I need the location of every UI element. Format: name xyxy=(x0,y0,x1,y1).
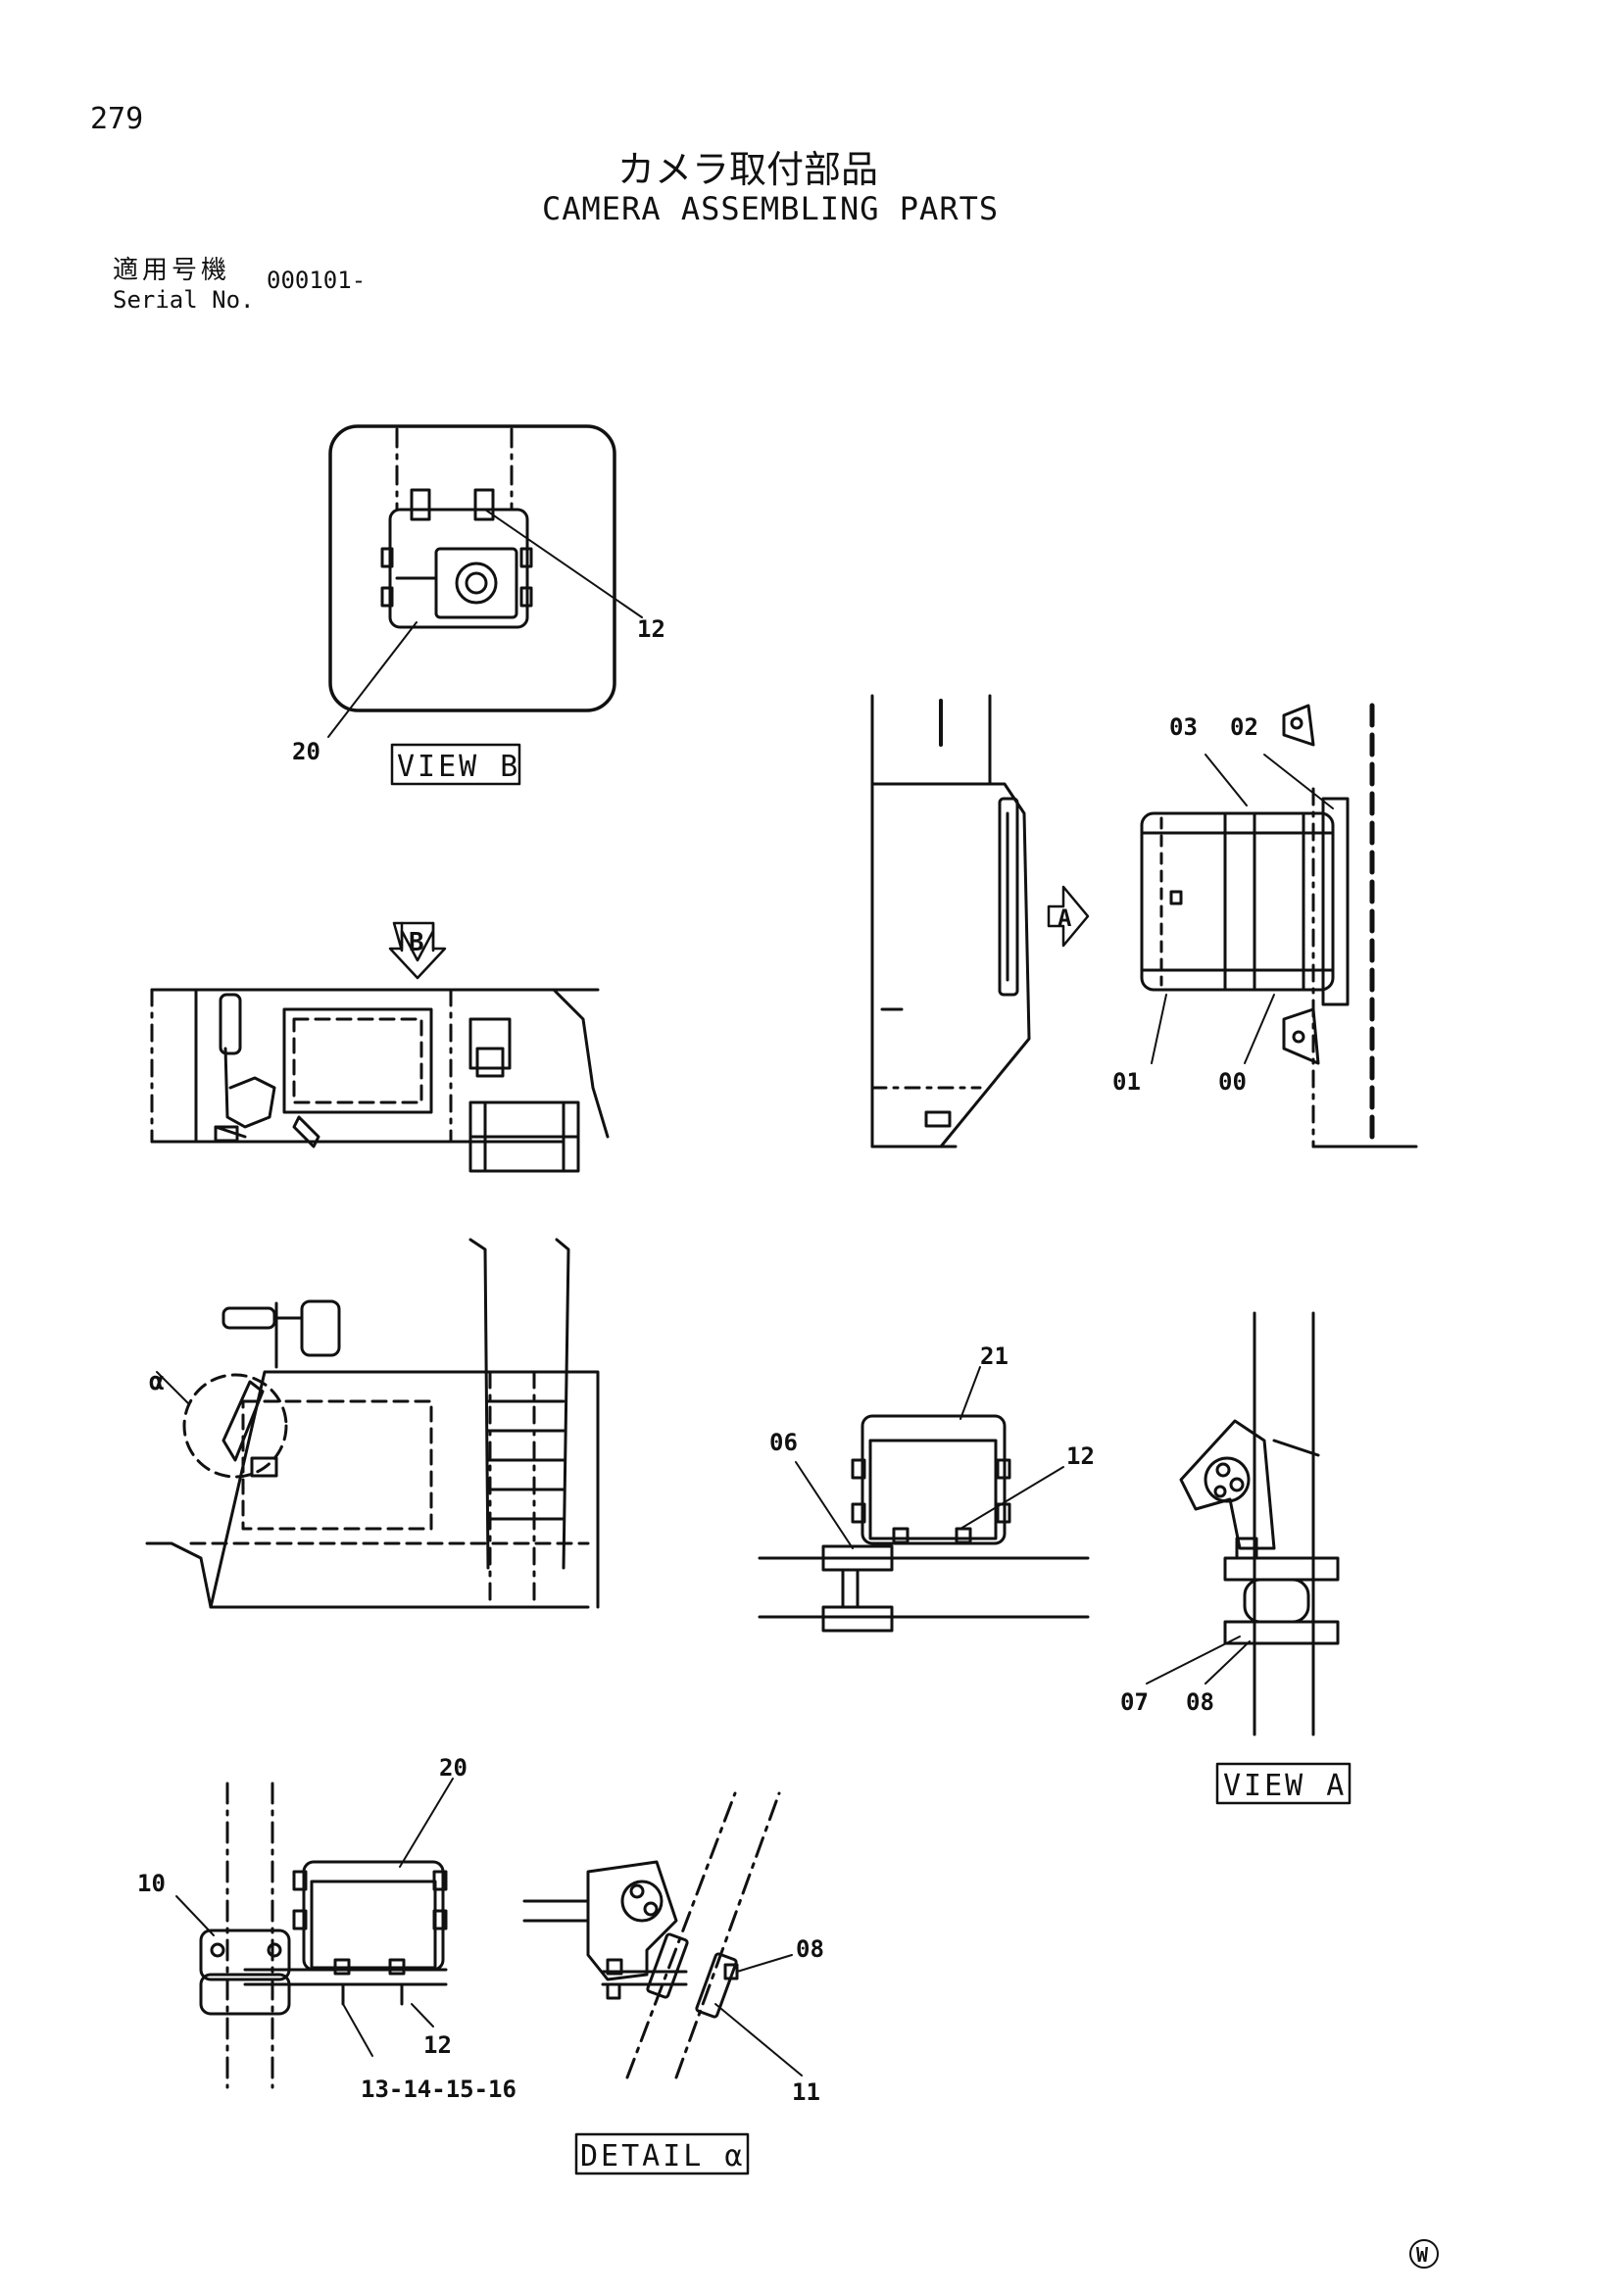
part-label-12-detail: 12 xyxy=(423,2031,452,2059)
detail-alpha-frame xyxy=(574,2132,750,2175)
corner-mark-circle xyxy=(1409,2239,1439,2269)
view-a-drawing xyxy=(1146,1311,1352,1805)
part-label-00: 00 xyxy=(1218,1068,1247,1096)
part-label-10: 10 xyxy=(137,1870,166,1897)
camera-mount-drawing xyxy=(758,1366,1090,1633)
corner-mark-letter: W xyxy=(1416,2243,1429,2267)
side-panel-drawing xyxy=(870,694,1418,1149)
part-label-20-detail: 20 xyxy=(439,1754,467,1782)
part-label-12-mount: 12 xyxy=(1066,1442,1095,1470)
part-label-20-view-b: 20 xyxy=(292,738,320,765)
page-title-japanese: カメラ取付部品 xyxy=(617,148,879,191)
detail-circle-label: α xyxy=(149,1367,165,1396)
machine-plan-drawing xyxy=(150,921,610,1173)
serial-label-english: Serial No. xyxy=(113,286,255,314)
part-label-08-view-a: 08 xyxy=(1186,1688,1214,1716)
part-label-08-detail: 08 xyxy=(796,1935,824,1963)
machine-side-drawing xyxy=(145,1238,600,1609)
part-label-12-view-b: 12 xyxy=(637,615,665,643)
arrow-a-label: A xyxy=(1057,904,1072,932)
part-label-01: 01 xyxy=(1112,1068,1141,1096)
arrow-b-label: B xyxy=(409,928,424,957)
part-label-07: 07 xyxy=(1120,1688,1149,1716)
view-a-label: VIEW A xyxy=(1223,1769,1347,1803)
part-label-02: 02 xyxy=(1230,713,1258,741)
page-title-english: CAMERA ASSEMBLING PARTS xyxy=(542,190,1000,227)
view-b-label: VIEW B xyxy=(397,750,520,784)
serial-label-japanese: 適用号機 xyxy=(113,256,231,285)
view-b-drawing xyxy=(327,424,643,786)
view-b-frame xyxy=(390,743,521,786)
part-label-11: 11 xyxy=(792,2078,820,2106)
page-number: 279 xyxy=(90,102,144,136)
part-label-03: 03 xyxy=(1169,713,1198,741)
detail-alpha-drawing xyxy=(175,1778,803,2175)
detail-alpha-label: DETAIL α xyxy=(580,2139,746,2174)
part-label-21: 21 xyxy=(980,1343,1008,1370)
part-label-06: 06 xyxy=(769,1429,798,1456)
part-label-13-16: 13-14-15-16 xyxy=(361,2076,516,2103)
serial-number-value: 000101- xyxy=(267,267,367,294)
view-a-frame xyxy=(1215,1762,1352,1805)
